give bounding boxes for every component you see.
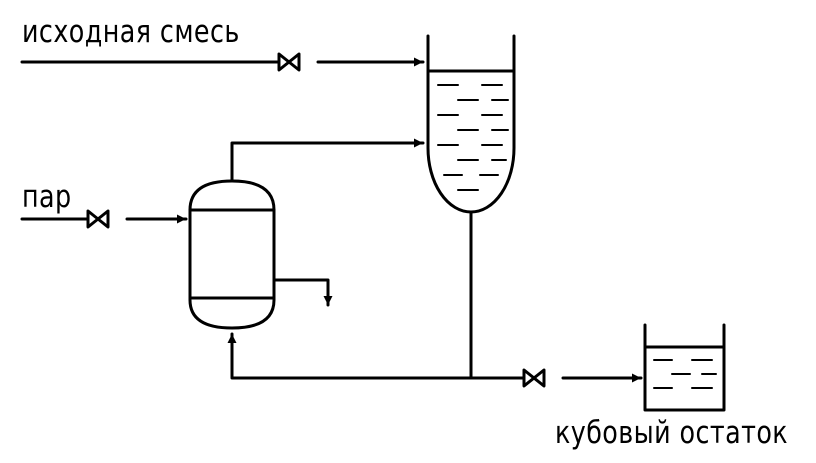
- heater-vessel: [188, 179, 276, 330]
- steam-valve-icon: [86, 209, 110, 229]
- main-vessel-liquid-dashes: [437, 84, 509, 191]
- bottoms-label: кубовый остаток: [555, 415, 789, 451]
- vapor-line: [230, 138, 425, 183]
- receiver-liquid-dashes: [653, 359, 717, 389]
- feed-label: исходная смесь: [22, 14, 240, 50]
- condensate-line: [272, 278, 333, 307]
- feed-valve-icon: [277, 52, 301, 72]
- main-vessel: [426, 34, 516, 214]
- bottoms-valve-icon: [522, 368, 546, 388]
- recirculation-line: [227, 332, 473, 380]
- receiver-tank: [643, 323, 726, 412]
- steam-label: пар: [22, 179, 72, 215]
